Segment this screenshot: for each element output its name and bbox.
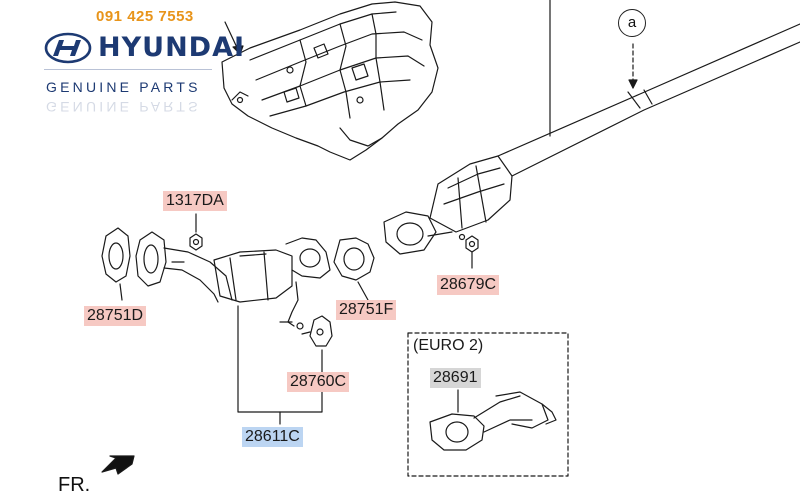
- part-label-28751f[interactable]: 28751F: [336, 300, 397, 320]
- callout-a: a: [618, 9, 646, 37]
- heat-shield: [221, 1, 439, 161]
- part-label-28760c[interactable]: 28760C: [287, 372, 350, 392]
- assembly-bracket: [237, 305, 323, 425]
- nut-1317da: [189, 213, 203, 251]
- brand-tagline-reflection: GENUINE PARTS: [46, 99, 201, 115]
- phone-number: 091 425 7553: [96, 8, 194, 25]
- nut-28679c: [465, 235, 479, 269]
- front-arrow-icon: [101, 455, 135, 475]
- hyundai-logo-icon: [44, 32, 92, 69]
- rear-catalytic-converter: [383, 155, 513, 255]
- gasket-28751f: [333, 237, 375, 301]
- part-label-28751d[interactable]: 28751D: [84, 306, 147, 326]
- rear-pipe: [497, 23, 800, 177]
- front-pipe-assembly: [135, 231, 333, 347]
- part-label-1317da[interactable]: 1317DA: [163, 191, 227, 211]
- brand-tagline: GENUINE PARTS: [46, 79, 201, 95]
- part-label-28679c[interactable]: 28679C: [437, 275, 500, 295]
- part-label-28611c[interactable]: 28611C: [242, 427, 303, 447]
- brand-name: HYUNDAI: [98, 32, 246, 63]
- gasket-28751d: [101, 227, 131, 301]
- euro2-title: (EURO 2): [413, 337, 484, 354]
- brand-divider: [44, 69, 212, 70]
- euro2-variant-box: [407, 332, 569, 477]
- part-label-28691[interactable]: 28691: [430, 368, 481, 388]
- front-direction-label: FR.: [58, 474, 91, 496]
